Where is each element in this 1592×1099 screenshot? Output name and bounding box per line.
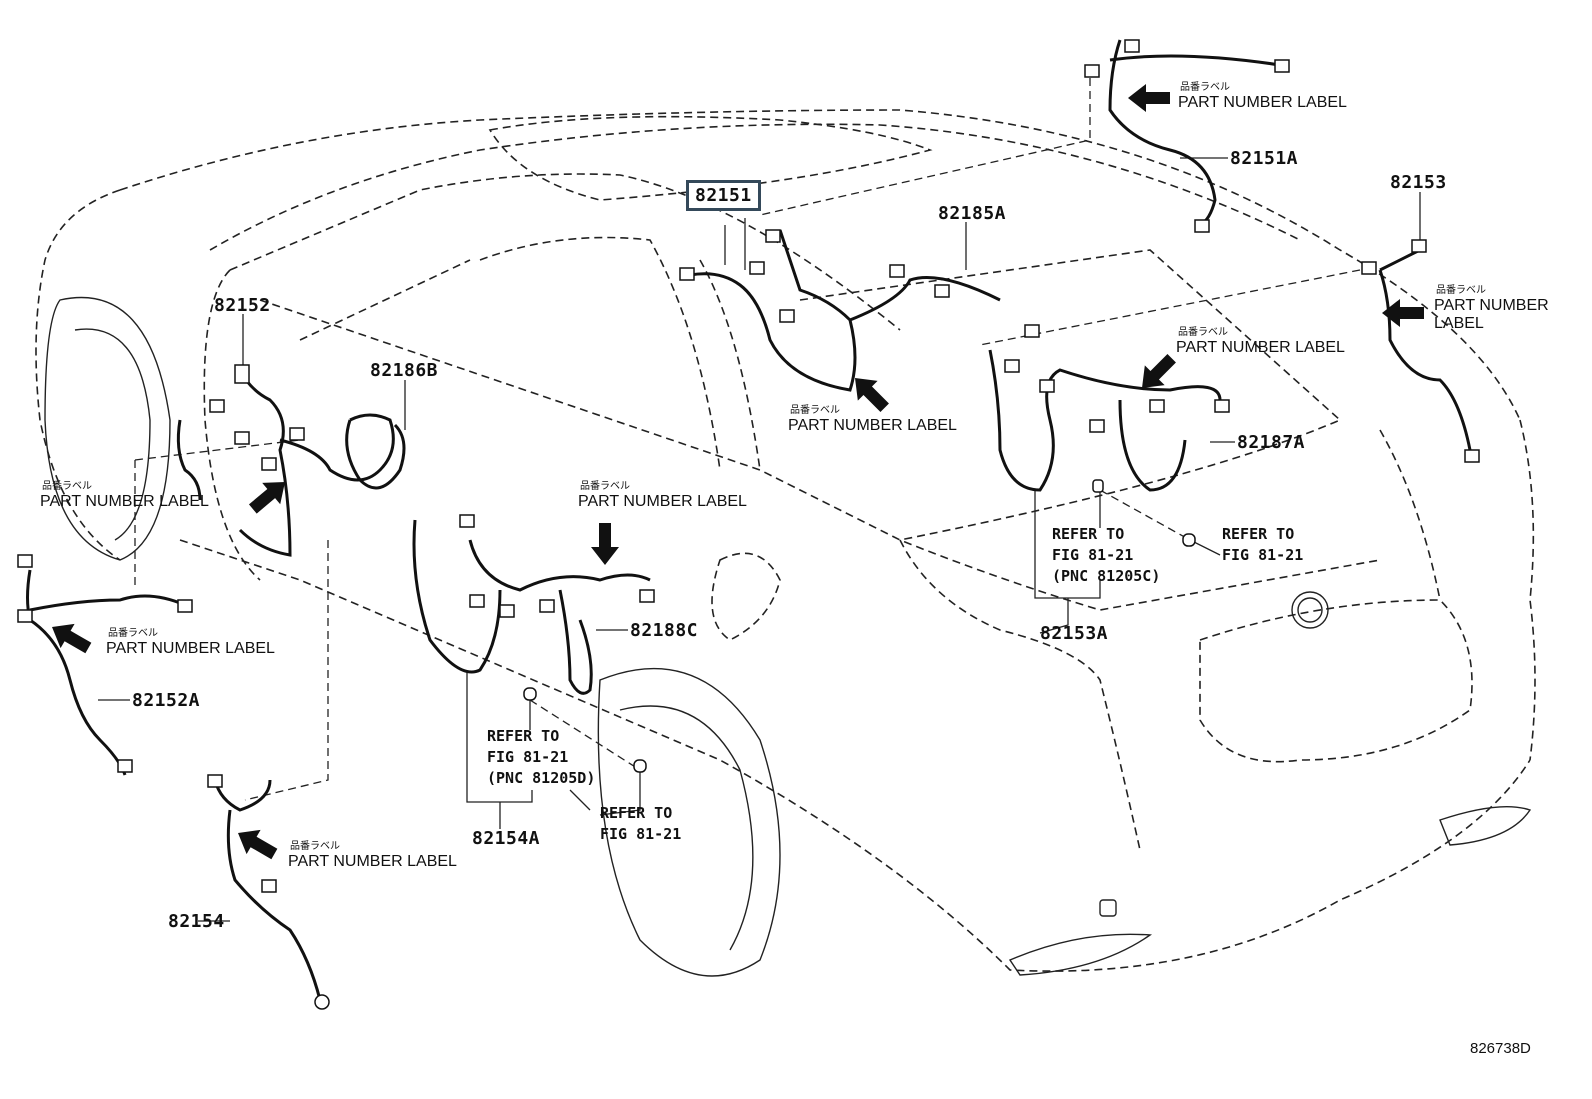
en-label: PART NUMBER LABEL: [788, 417, 957, 434]
part-82187A[interactable]: 82187A: [1237, 432, 1306, 453]
connectors: [17, 39, 1480, 1010]
harness-82154A: [412, 519, 651, 674]
en-label-line2: LABEL: [1434, 315, 1484, 332]
ref-fig: FIG 81-21: [487, 748, 569, 766]
jp-label: 品番ラベル: [1178, 327, 1228, 338]
ref-pnc: (PNC 81205C): [1052, 567, 1161, 585]
en-label: PART NUMBER LABEL: [288, 853, 457, 870]
reference-fig-81-21-pnc-81205d[interactable]: REFER TO FIG 81-21 (PNC 81205D): [487, 726, 595, 789]
part-82152[interactable]: 82152: [214, 295, 271, 316]
part-82186B[interactable]: 82186B: [370, 360, 439, 381]
ref-fig: FIG 81-21: [1052, 546, 1134, 564]
part-82188C[interactable]: 82188C: [630, 620, 699, 641]
arrow-icon: [1142, 354, 1176, 388]
arrow-icon: [248, 482, 285, 514]
ref-fig: FIG 81-21: [1222, 546, 1304, 564]
ref-text: REFER TO: [600, 804, 673, 822]
part-82185A[interactable]: 82185A: [938, 203, 1007, 224]
leader-lines: [98, 65, 1421, 922]
ref-text: REFER TO: [1052, 525, 1125, 543]
part-82152A[interactable]: 82152A: [132, 690, 201, 711]
arrow-icon: [1128, 84, 1170, 112]
jp-label: 品番ラベル: [580, 481, 630, 492]
en-label: PART NUMBER LABEL: [1176, 339, 1345, 356]
arrow-icon: [238, 829, 278, 860]
part-82153A[interactable]: 82153A: [1040, 623, 1109, 644]
harness-82152-left: [176, 419, 202, 501]
wire-harnesses: [26, 39, 1472, 1001]
rear-bumper-details: [1008, 591, 1532, 976]
harness-82186B: [345, 419, 406, 490]
en-label: PART NUMBER LABEL: [40, 493, 209, 510]
arrow-icon: [1382, 299, 1424, 327]
arrow-icon: [52, 623, 92, 654]
part-82151A[interactable]: 82151A: [1230, 148, 1299, 169]
harness-82153: [1378, 248, 1472, 451]
part-82154A[interactable]: 82154A: [472, 828, 541, 849]
reference-fig-81-21[interactable]: REFER TO FIG 81-21: [600, 803, 681, 845]
harness-82154: [213, 779, 322, 1001]
jp-label: 品番ラベル: [1180, 82, 1230, 93]
arrows: [52, 84, 1424, 860]
ref-pnc: (PNC 81205D): [487, 769, 596, 787]
jp-label: 品番ラベル: [290, 841, 340, 852]
reference-fig-81-21-pnc-81205c[interactable]: REFER TO FIG 81-21 (PNC 81205C): [1052, 524, 1160, 587]
jp-label: 品番ラベル: [1436, 285, 1486, 296]
jp-label: 品番ラベル: [42, 481, 92, 492]
jp-label: 品番ラベル: [790, 405, 840, 416]
ref-text: REFER TO: [1222, 525, 1295, 543]
arrow-icon: [591, 523, 619, 565]
reference-fig-81-21[interactable]: REFER TO FIG 81-21: [1222, 524, 1303, 566]
harness-82151-82185A: [689, 229, 1001, 392]
harness-82151A: [1108, 39, 1281, 227]
arrow-icon: [855, 378, 889, 412]
jp-label: 品番ラベル: [108, 628, 158, 639]
harness-82152A: [26, 569, 186, 776]
en-label: PART NUMBER LABEL: [106, 640, 275, 657]
ref-text: REFER TO: [487, 727, 560, 745]
figure-number: 826738D: [1470, 1040, 1531, 1057]
en-label: PART NUMBER LABEL: [578, 493, 747, 510]
part-82151-highlighted[interactable]: 82151: [686, 180, 761, 211]
ref-fig: FIG 81-21: [600, 825, 682, 843]
en-label: PART NUMBER LABEL: [1178, 94, 1347, 111]
front-wheel: [44, 296, 171, 561]
harness-82188C: [558, 589, 593, 695]
harness-82187A: [988, 349, 1222, 492]
en-label-line1: PART NUMBER: [1434, 297, 1549, 314]
rear-wheel: [597, 667, 781, 977]
harness-82152: [238, 369, 395, 557]
part-82154[interactable]: 82154: [168, 911, 225, 932]
part-82153[interactable]: 82153: [1390, 172, 1447, 193]
